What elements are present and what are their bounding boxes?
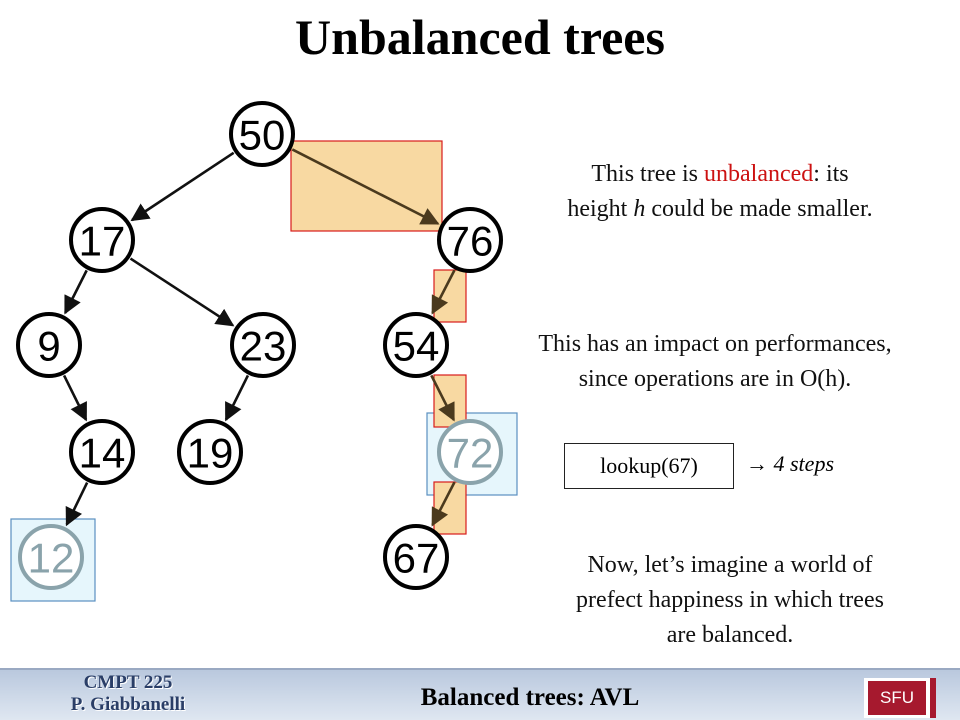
slide-title: Unbalanced trees	[295, 9, 665, 65]
node-label-12: 12	[28, 535, 75, 582]
tree-node-76: 76	[437, 207, 503, 273]
tree-node-19: 19	[177, 419, 243, 485]
edge-72-67	[431, 481, 456, 527]
tree-node-14: 14	[69, 419, 135, 485]
node-circle-54	[383, 312, 449, 378]
course-instructor: P. Giabbanelli	[70, 694, 186, 715]
balanced-line3: are balanced.	[666, 622, 794, 648]
lookup-call: lookup(67)	[600, 453, 698, 478]
node-circle-19	[177, 419, 243, 485]
node-label-19: 19	[187, 430, 234, 477]
tree-node-72: 72	[437, 419, 503, 485]
performance-line2: since operations are in O(h).	[578, 366, 852, 392]
sfu-logo-text: SFU	[868, 681, 926, 715]
node-circle-76	[437, 207, 503, 273]
tree-node-50: 50	[229, 101, 295, 167]
lookup-result: → 4 steps	[746, 451, 834, 476]
node-label-50: 50	[239, 112, 286, 159]
unbalanced-line2: height h could be made smaller.	[567, 196, 873, 222]
node-label-72: 72	[447, 430, 494, 477]
node-label-76: 76	[447, 218, 494, 265]
performance-line1: This has an impact on performances,	[538, 331, 892, 357]
tree-node-67: 67	[383, 524, 449, 590]
balanced-line1: Now, let’s imagine a world of	[587, 552, 873, 578]
path-highlight-54-72	[433, 374, 467, 428]
node-label-23: 23	[240, 323, 287, 370]
footer-bar	[0, 668, 960, 720]
edge-23-19	[224, 374, 250, 422]
balanced-line2: prefect happiness in which trees	[576, 587, 884, 613]
footer-topic: Balanced trees: AVL	[420, 684, 640, 711]
tree-node-9: 9	[16, 312, 82, 378]
node-circle-9	[16, 312, 82, 378]
edge-14-12	[65, 482, 89, 527]
node-circle-67	[383, 524, 449, 590]
balanced-note: Now, let’s imagine a world of prefect ha…	[500, 548, 960, 653]
lookup-box: lookup(67)	[564, 443, 734, 489]
node-label-67: 67	[393, 535, 440, 582]
edge-50-76	[291, 148, 440, 225]
edge-54-72	[430, 374, 455, 422]
tree-diagram: 50 17 76 9 23 54 14 19 72 12 67	[10, 101, 518, 602]
tree-node-17: 17	[69, 207, 135, 273]
sfu-logo: SFU	[864, 678, 936, 718]
node-label-14: 14	[79, 430, 126, 477]
node-circle-14	[69, 419, 135, 485]
node-circle-50	[229, 101, 295, 167]
node-label-9: 9	[37, 323, 60, 370]
course-code: CMPT 225	[83, 672, 173, 693]
unbalanced-word: unbalanced	[704, 161, 814, 187]
node-circle-23	[230, 312, 296, 378]
unbalanced-note: This tree is unbalanced: its height h co…	[500, 157, 940, 227]
edge-17-9	[64, 269, 88, 315]
edge-9-14	[62, 374, 88, 422]
performance-note: This has an impact on performances, sinc…	[470, 327, 960, 397]
node-label-54: 54	[393, 323, 440, 370]
footer-divider	[0, 668, 960, 670]
tree-node-54: 54	[383, 312, 449, 378]
edge-76-54	[431, 269, 456, 315]
course-info: CMPT 225 P. Giabbanelli	[0, 672, 256, 716]
unbalanced-line1: This tree is unbalanced: its	[591, 161, 849, 187]
node-circle-12	[18, 524, 84, 590]
node-circle-72	[437, 419, 503, 485]
node-label-17: 17	[79, 218, 126, 265]
tree-node-23: 23	[230, 312, 296, 378]
edge-17-23	[129, 257, 235, 327]
tree-node-12: 12	[18, 524, 84, 590]
node-circle-17	[69, 207, 135, 273]
edge-50-17	[130, 151, 235, 222]
height-variable: h	[633, 196, 646, 222]
